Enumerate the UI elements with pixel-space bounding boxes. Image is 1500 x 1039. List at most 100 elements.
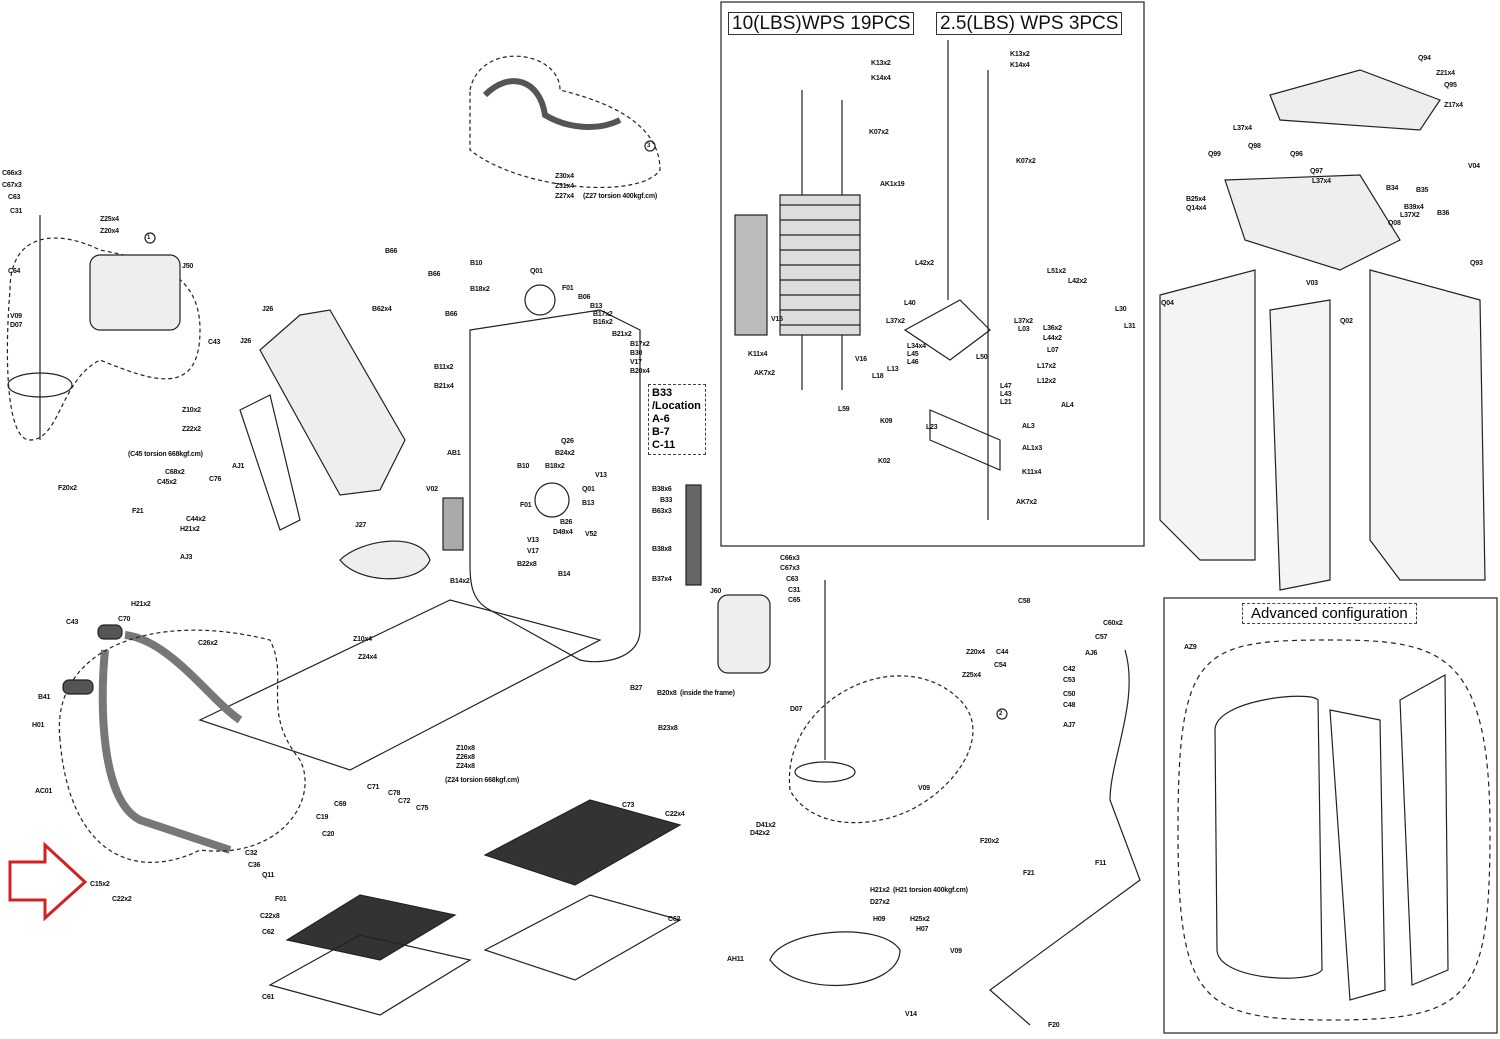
part-label: F20 [1048, 1022, 1060, 1029]
callout-number: 2 [999, 711, 1003, 717]
part-label: C68x2 [165, 469, 185, 476]
part-label: Q94 [1418, 55, 1431, 62]
part-label: AK7x2 [754, 370, 775, 377]
part-label: B30 [630, 350, 643, 357]
part-label: Z17x4 [1444, 102, 1463, 109]
floor-plate-c62 [483, 894, 682, 981]
part-label: L37x4 [1312, 178, 1331, 185]
part-label: K02 [878, 458, 891, 465]
torsion-note: (H21 torsion 400kgf.cm) [893, 887, 968, 894]
arm-group [788, 675, 974, 824]
part-label: F21 [132, 508, 144, 515]
part-label: Z20x4 [100, 228, 119, 235]
lever-arm [929, 409, 1001, 471]
part-label: Q14x4 [1186, 205, 1207, 212]
part-label: L18 [872, 373, 884, 380]
part-label: C67x3 [780, 565, 800, 572]
part-label: V02 [426, 486, 438, 493]
advanced-config-frame [1163, 597, 1498, 1034]
part-label: Q96 [1290, 151, 1303, 158]
part-label: B17x2 [630, 341, 650, 348]
backrest-frame [239, 394, 301, 531]
part-label: K07x2 [869, 129, 889, 136]
part-label: H21x2 [180, 526, 200, 533]
base-tubing [98, 631, 243, 854]
part-label: D41x2 [756, 822, 776, 829]
part-label: B10 [517, 463, 530, 470]
part-label: H09 [873, 916, 886, 923]
part-label: V15 [771, 316, 783, 323]
part-label: Q08 [1388, 220, 1401, 227]
floor-plate-c61 [268, 934, 472, 1016]
part-label: K11x4 [1022, 469, 1042, 476]
foot-cap [62, 679, 94, 695]
part-label: AH11 [727, 956, 744, 963]
part-label: B21x2 [612, 331, 632, 338]
part-label: K09 [880, 418, 893, 425]
part-label: F21 [1023, 870, 1035, 877]
part-label: B34 [1386, 185, 1399, 192]
part-label: L30 [1115, 306, 1127, 313]
part-label: B13 [582, 500, 595, 507]
part-label: V13 [527, 537, 539, 544]
part-label: AL1x3 [1022, 445, 1043, 452]
part-label: C66x3 [2, 170, 22, 177]
decal-v02 [442, 497, 464, 551]
part-label: D42x2 [750, 830, 770, 837]
part-label: B10 [470, 260, 483, 267]
handlebar-group [469, 55, 661, 189]
pulley [524, 284, 556, 316]
part-label: V09 [918, 785, 930, 792]
part-label: V03 [1306, 280, 1318, 287]
location-item: A-6 [652, 413, 670, 425]
part-label: B14 [558, 571, 571, 578]
part-label: B26 [560, 519, 573, 526]
part-label: B16x2 [593, 319, 613, 326]
part-label: V09 [950, 948, 962, 955]
advanced-config-title: Advanced configuration [1242, 603, 1417, 624]
cable-bar [685, 484, 702, 586]
part-label: L44x2 [1043, 335, 1062, 342]
part-label: L17x2 [1037, 363, 1056, 370]
part-label: C42 [1063, 666, 1076, 673]
part-label: B11x2 [434, 364, 454, 371]
part-label: AB1 [447, 450, 461, 457]
weight-plates [734, 194, 861, 336]
part-label: H25x2 [910, 916, 930, 923]
floor-mat-c73 [483, 799, 682, 886]
part-label: J26 [240, 338, 252, 345]
part-label: C48 [1063, 702, 1076, 709]
part-label: L42x2 [915, 260, 934, 267]
part-label: C22x4 [665, 811, 685, 818]
part-label: L59 [838, 406, 850, 413]
part-label: C65 [788, 597, 801, 604]
part-label: V17 [630, 359, 642, 366]
part-label: B21x4 [434, 383, 454, 390]
part-label: Q95 [1444, 82, 1457, 89]
plate-ah11 [769, 931, 901, 987]
part-label: J26 [262, 306, 274, 313]
part-label: AL3 [1022, 423, 1035, 430]
part-label: J27 [355, 522, 367, 529]
part-label: C44x2 [186, 516, 206, 523]
part-label: C32 [245, 850, 258, 857]
part-label: C67x3 [2, 182, 22, 189]
part-label: C45x2 [157, 479, 177, 486]
main-frame-ab1 [469, 309, 641, 663]
selector-assembly [903, 299, 991, 361]
part-label: Z24x4 [358, 654, 377, 661]
part-label: B23x8 [658, 725, 678, 732]
part-label: D27x2 [870, 899, 890, 906]
part-label: L13 [887, 366, 899, 373]
part-label: B20x4 [630, 368, 650, 375]
part-label: B17x2 [593, 311, 613, 318]
part-label: C58 [1018, 598, 1031, 605]
highlight-arrow [8, 841, 88, 922]
part-label: H01 [32, 722, 45, 729]
part-label: Q11 [262, 872, 275, 879]
part-label: K14x4 [871, 75, 891, 82]
part-label: C64 [8, 268, 21, 275]
part-label: C63 [786, 576, 799, 583]
part-label: L37x2 [1014, 318, 1033, 325]
weight-stack-frame [720, 1, 1145, 547]
